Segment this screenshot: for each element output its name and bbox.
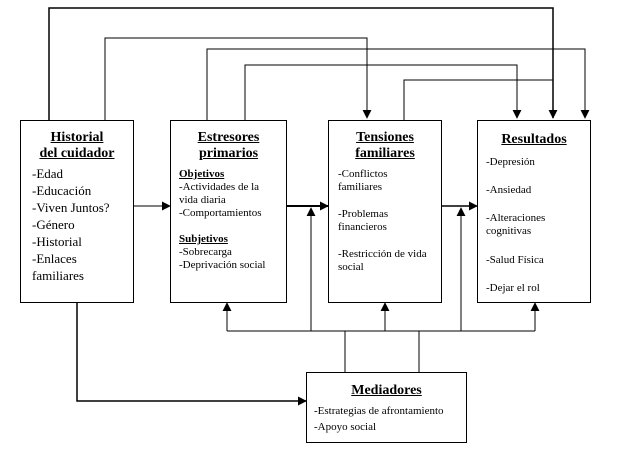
arrow-historial-to-resultados-top <box>48 7 558 120</box>
historial-item: -Educación <box>32 183 92 198</box>
mediadores-item: -Apoyo social <box>314 421 377 433</box>
historial-item: -Historial <box>32 234 82 249</box>
resultados-item: -Dejar el rol <box>486 282 540 294</box>
historial-item: -Edad <box>32 166 64 181</box>
historial-item: -Enlaces <box>32 251 77 266</box>
objetivos-item: -Actividades de la <box>179 181 260 193</box>
estresores-title-line1: Estresores <box>197 130 260 145</box>
subjetivos-label: Subjetivos <box>179 233 228 245</box>
historial-items: -Edad -Educación -Viven Juntos? -Género … <box>32 165 133 284</box>
resultados-box: Resultados -Depresión -Ansiedad -Alterac… <box>477 120 591 303</box>
tensiones-title: Tensiones familiares <box>329 130 441 162</box>
historial-item: -Género <box>32 217 75 232</box>
resultados-item: -Alteraciones cognitivas <box>486 212 546 237</box>
tensiones-item: -Conflictos familiares <box>338 168 388 193</box>
arrow-estresores-to-resultados-2 <box>244 64 522 120</box>
tensiones-title-line2: familiares <box>355 146 415 161</box>
resultados-title: Resultados <box>501 132 567 147</box>
historial-title-line2: del cuidador <box>39 146 115 161</box>
objetivos-item: -Comportamientos <box>179 207 262 219</box>
subjetivos-item: -Sobrecarga <box>179 246 232 258</box>
estresores-title: Estresores primarios <box>171 130 286 162</box>
historial-box: Historial del cuidador -Edad -Educación … <box>20 120 134 303</box>
mediadores-box: Mediadores -Estrategias de afrontamiento… <box>306 372 467 443</box>
resultados-item: -Salud Física <box>486 254 544 266</box>
tensiones-item: -Restricción de vida social <box>338 248 427 273</box>
arrow-historial-to-tensiones <box>104 37 372 120</box>
resultados-item: -Ansiedad <box>486 184 532 196</box>
historial-title-line1: Historial <box>50 130 104 145</box>
resultados-item: -Depresión <box>486 156 535 168</box>
mediadores-title: Mediadores <box>351 383 422 398</box>
arrow-historial-to-mediadores <box>76 302 307 406</box>
estresores-title-line2: primarios <box>198 146 259 161</box>
arrow-tensiones-to-resultados <box>403 79 553 120</box>
historial-item: familiares <box>32 268 84 283</box>
arrow-estresores-to-resultados <box>206 48 590 120</box>
historial-title: Historial del cuidador <box>21 130 133 162</box>
subjetivos-item: -Deprivación social <box>179 259 266 271</box>
tensiones-box: Tensiones familiares -Conflictos familia… <box>328 120 442 303</box>
historial-item: -Viven Juntos? <box>32 200 110 215</box>
objetivos-item: vida diaria <box>179 194 226 206</box>
tensiones-item: -Problemas financieros <box>338 208 389 233</box>
objetivos-label: Objetivos <box>179 168 225 180</box>
tensiones-title-line1: Tensiones <box>356 130 414 145</box>
estresores-box: Estresores primarios Objetivos -Activida… <box>170 120 287 303</box>
mediadores-item: -Estrategias de afrontamiento <box>314 405 444 417</box>
